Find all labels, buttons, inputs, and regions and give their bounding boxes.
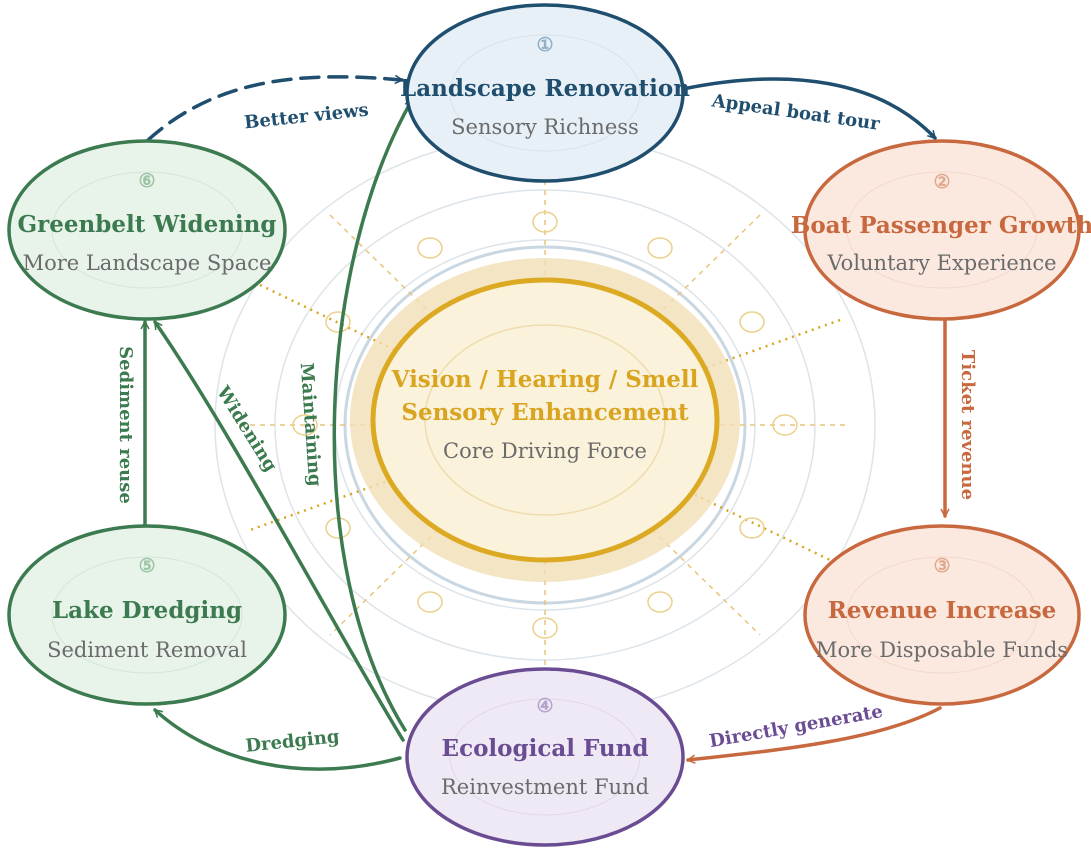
node-title-boat: Boat Passenger Growth — [791, 212, 1091, 239]
node-number-5: ⑤ — [138, 555, 155, 577]
center-title-line2: Sensory Enhancement — [401, 399, 689, 426]
edge-label-views: Better views — [243, 100, 369, 134]
edge-landscape-to-boat — [686, 77, 937, 140]
edges — [145, 77, 945, 771]
node-number-6: ⑥ — [138, 170, 155, 192]
edge-label-sediment: Sediment reuse — [115, 346, 136, 504]
node-subtitle-dredging: Sediment Removal — [47, 638, 247, 662]
node-title-fund: Ecological Fund — [442, 735, 649, 762]
edge-revenue-to-fund — [688, 706, 942, 760]
node-subtitle-boat: Voluntary Experience — [826, 251, 1056, 275]
edge-fund-to-dredging — [153, 708, 402, 771]
node-number-4: ④ — [536, 695, 553, 717]
node-revenue-increase: ③ Revenue Increase More Disposable Funds — [803, 524, 1081, 706]
edge-fund-to-landscape — [332, 100, 414, 732]
node-boat-passenger-growth: ② Boat Passenger Growth Voluntary Experi… — [791, 139, 1091, 321]
edge-greenbelt-to-landscape — [146, 77, 402, 142]
edge-label-maintaining: Maintaining — [296, 362, 326, 488]
node-lake-dredging: ⑤ Lake Dredging Sediment Removal — [7, 524, 287, 706]
edge-label-ticket: Ticket revenue — [957, 350, 978, 500]
node-title-landscape: Landscape Renovation — [400, 75, 690, 102]
node-subtitle-greenbelt: More Landscape Space — [23, 251, 272, 275]
node-ecological-fund: ④ Ecological Fund Reinvestment Fund — [405, 667, 685, 847]
edge-label-dredging: Dredging — [244, 726, 340, 757]
node-landscape-renovation: ① Landscape Renovation Sensory Richness — [400, 3, 690, 183]
edge-label-generate: Directly generate — [708, 701, 885, 752]
center-hub: Vision / Hearing / Smell Sensory Enhance… — [350, 258, 740, 582]
edge-label-appeal: Appeal boat tour — [710, 90, 882, 135]
node-subtitle-fund: Reinvestment Fund — [441, 775, 649, 799]
node-number-2: ② — [933, 171, 950, 193]
edge-fund-to-greenbelt — [153, 320, 405, 742]
node-subtitle-revenue: More Disposable Funds — [816, 638, 1068, 662]
node-title-greenbelt: Greenbelt Widening — [18, 211, 277, 238]
node-number-1: ① — [536, 34, 553, 56]
center-title-line1: Vision / Hearing / Smell — [391, 366, 699, 393]
node-title-revenue: Revenue Increase — [828, 597, 1057, 624]
center-subtitle: Core Driving Force — [443, 439, 647, 463]
node-subtitle-landscape: Sensory Richness — [451, 115, 639, 139]
node-greenbelt-widening: ⑥ Greenbelt Widening More Landscape Spac… — [7, 139, 287, 321]
ring-dots — [292, 211, 798, 639]
node-number-3: ③ — [933, 555, 950, 577]
node-title-dredging: Lake Dredging — [52, 597, 242, 624]
